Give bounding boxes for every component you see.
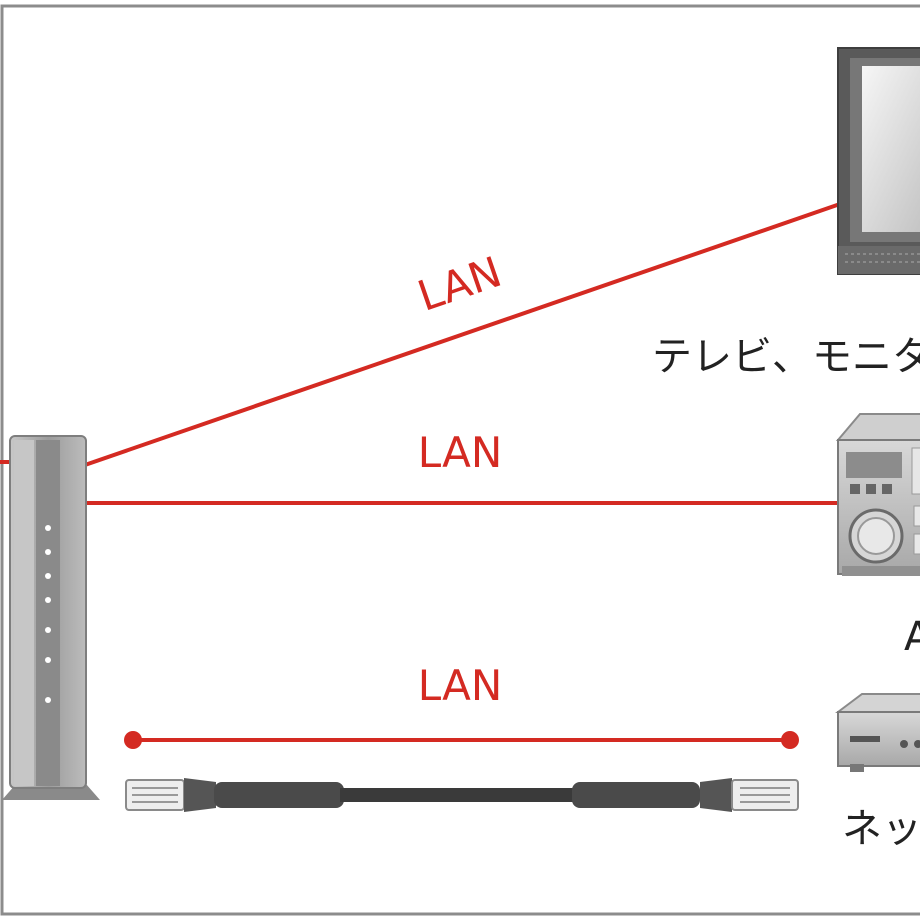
lan-label-audio: LAN (418, 428, 503, 477)
tv-label: テレビ、モニタ (652, 334, 920, 380)
lan-line-tv-main (81, 202, 841, 468)
network-player-icon (835, 693, 920, 772)
router-icon (2, 435, 100, 800)
lan-line-legend-dot-left (124, 731, 142, 749)
audio-amplifier-icon (835, 413, 920, 576)
lan-line-legend-dot-right (781, 731, 799, 749)
network-player-label: ネッ (842, 806, 920, 852)
audio-label: A (904, 614, 920, 660)
tv-icon (837, 47, 920, 275)
lan-label-tv: LAN (412, 247, 508, 321)
lan-label-legend: LAN (418, 661, 503, 710)
lan-cable-icon (125, 778, 799, 812)
